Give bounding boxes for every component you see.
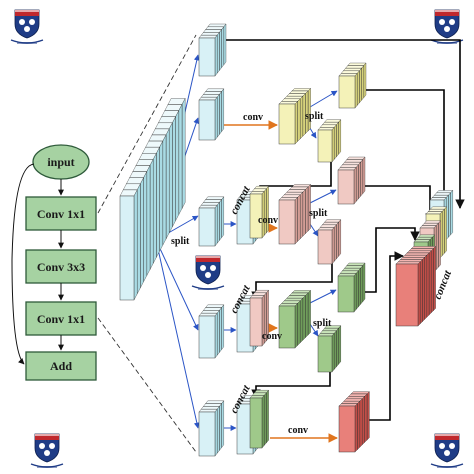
row2-input-block	[198, 196, 225, 247]
flow-add-label: Add	[50, 359, 72, 373]
final-concat-red	[395, 245, 437, 327]
label-split-row2: split	[309, 208, 328, 219]
flow-input-label: input	[47, 155, 74, 169]
flow-skip-arrow	[11, 163, 35, 365]
university-crest-icon	[30, 433, 64, 469]
university-crest-icon	[10, 9, 44, 45]
row3-split-top	[337, 262, 366, 313]
row1-input-block	[198, 88, 225, 141]
row3-split-bottom	[317, 325, 342, 373]
row1-split-bottom	[317, 119, 342, 163]
label-split-row3: split	[313, 318, 332, 329]
university-crest-icon	[430, 433, 464, 469]
row4-conv-block	[338, 391, 370, 453]
flow-conv3x3-label: Conv 3x3	[37, 260, 85, 274]
flow-conv1x1-label: Conv 1x1	[37, 207, 85, 221]
main-input-tensor	[119, 98, 186, 301]
row2-split-bottom	[317, 219, 342, 265]
row0-input-block	[198, 23, 227, 77]
flow-add-box	[25, 351, 97, 381]
row2-conv-block	[278, 183, 312, 245]
row2-split-top	[337, 156, 366, 205]
zoom-line-top	[97, 34, 197, 214]
zoom-line-bottom	[97, 317, 197, 453]
row3-conv-block	[278, 289, 312, 349]
flow-conv3x3-box	[25, 249, 97, 284]
flowchart: input Conv 1x1 Conv 3x3 Conv 1x1 Add	[11, 144, 97, 381]
flow-conv1x1b-label: Conv 1x1	[37, 312, 85, 326]
university-crest-icon	[191, 255, 225, 291]
row4-concat-green	[249, 389, 269, 449]
row4-input-block	[198, 400, 225, 457]
label-split-row1: split	[305, 111, 324, 122]
row3-input-block	[198, 304, 225, 359]
label-conv-row3: conv	[262, 331, 282, 342]
row1-split-top	[338, 62, 367, 109]
university-crest-icon	[430, 9, 464, 45]
feature-blocks	[119, 23, 454, 457]
label-conv-row4: conv	[288, 425, 308, 436]
flow-conv1x1-box	[25, 196, 97, 231]
label-conv-row1: conv	[243, 112, 263, 123]
row3-concat-pink	[249, 289, 269, 347]
label-split-main: split	[171, 236, 190, 247]
label-conv-row2: conv	[258, 215, 278, 226]
row2-concat-yellow	[249, 185, 269, 239]
row1-conv-block	[278, 87, 312, 145]
flow-conv1x1b-box	[25, 301, 97, 336]
